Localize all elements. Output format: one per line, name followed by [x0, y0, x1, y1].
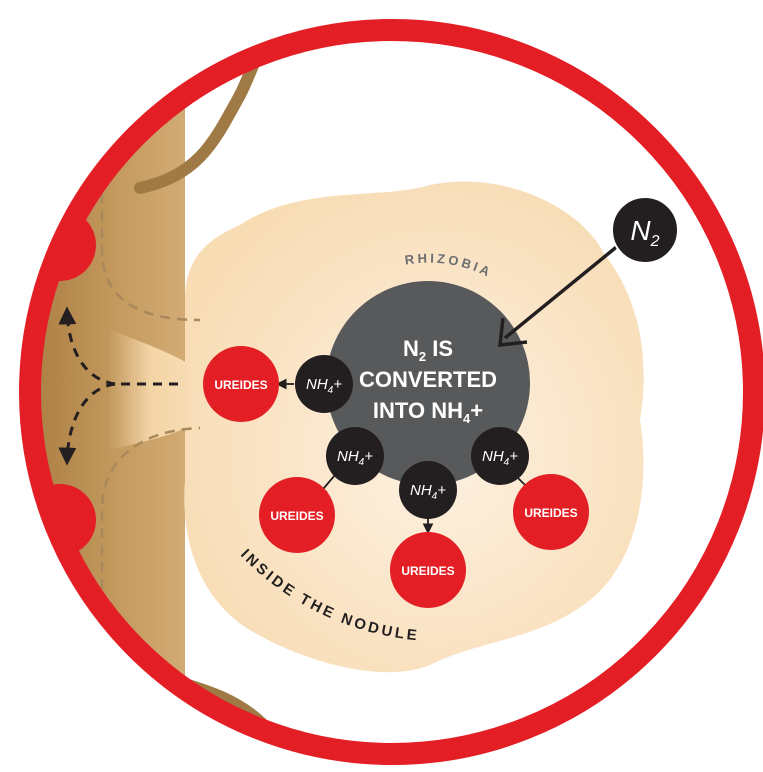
- nh4-node-bottom: NH4+: [399, 461, 457, 519]
- core-text-line2: CONVERTED: [359, 367, 497, 392]
- svg-text:UREIDES: UREIDES: [270, 509, 323, 523]
- ureide-lower-right: UREIDES: [513, 474, 589, 550]
- rhizobia-core: [326, 281, 530, 485]
- nh4-node-lower-right: NH4+: [471, 427, 529, 485]
- outer-ring: [19, 19, 763, 765]
- core-text-line1: N2 IS: [403, 336, 453, 364]
- nh4-node-lower-left: NH4+: [326, 427, 384, 485]
- n2-badge: N2: [611, 196, 679, 264]
- n2-arrow-head: [498, 317, 528, 347]
- core-text-line3: INTO NH4+: [373, 398, 483, 426]
- ureide-bottom: UREIDES: [390, 532, 466, 608]
- transport-arrows: [58, 306, 178, 466]
- n2-input-arrow: [503, 238, 627, 340]
- svg-text:NH4+: NH4+: [306, 376, 342, 396]
- ureide-lower-left: UREIDES: [259, 477, 335, 553]
- svg-text:UREIDES: UREIDES: [524, 506, 577, 520]
- nh4-node-left: NH4+: [295, 355, 353, 413]
- svg-text:NH4+: NH4+: [482, 448, 518, 468]
- svg-text:N2: N2: [630, 215, 659, 250]
- svg-text:UREIDES: UREIDES: [401, 564, 454, 578]
- svg-text:NH4+: NH4+: [410, 482, 446, 502]
- svg-text:UREIDES: UREIDES: [214, 378, 267, 392]
- ureide-left: UREIDES: [203, 346, 279, 422]
- svg-text:NH4+: NH4+: [337, 448, 373, 468]
- vascular-line-bottom: [100, 426, 201, 640]
- vascular-line-top: [100, 160, 201, 322]
- nodule-channel: [110, 330, 190, 450]
